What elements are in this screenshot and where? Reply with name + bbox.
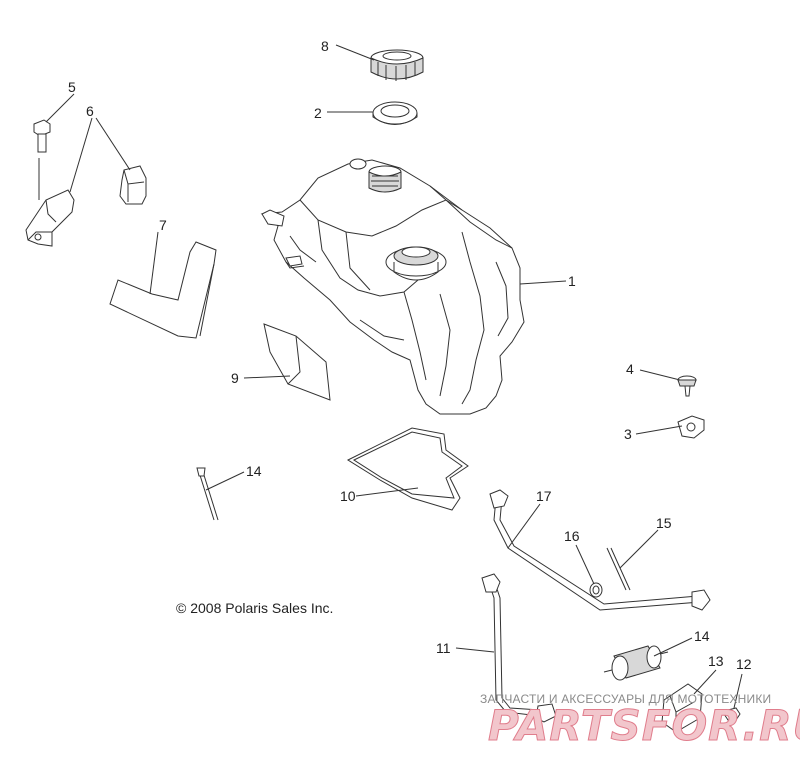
callout-3: 3 <box>624 426 632 442</box>
screw-part <box>677 375 697 397</box>
callout-16: 16 <box>564 528 580 544</box>
bracket-part <box>25 165 147 247</box>
callout-labels: 8 2 1 5 6 7 9 10 4 3 14 17 16 15 11 14 1… <box>68 38 752 672</box>
floor-pad-part <box>346 427 469 511</box>
foam-pad-part <box>263 323 331 401</box>
fuel-line-return-part <box>481 573 557 723</box>
filter-bracket-part <box>661 683 703 733</box>
callout-7: 7 <box>159 217 167 233</box>
callout-1: 1 <box>568 273 576 289</box>
hose-clamp-part <box>589 582 603 598</box>
watermark-logo: ЗАПЧАСТИ И АКСЕССУАРЫ ДЛЯ МОТОТЕХНИКИ PA… <box>480 692 800 751</box>
clip-part <box>677 415 705 439</box>
callout-11: 11 <box>436 640 451 656</box>
l-pad-part <box>109 241 217 339</box>
callout-13: 13 <box>708 653 724 669</box>
callout-9: 9 <box>231 370 239 386</box>
callout-10: 10 <box>340 488 356 504</box>
callout-15a: 14 <box>246 463 262 479</box>
nut-part <box>723 707 741 721</box>
fuel-filter-part <box>603 645 669 681</box>
callout-6: 6 <box>86 103 94 119</box>
callout-5: 5 <box>68 79 76 95</box>
fuel-cap-part <box>370 49 424 81</box>
leader-lines <box>45 44 743 709</box>
cable-tie-part <box>196 467 631 591</box>
callout-12: 12 <box>736 656 752 672</box>
callout-2: 2 <box>314 105 322 121</box>
callout-17: 17 <box>536 488 552 504</box>
gasket-ring-part <box>372 101 418 125</box>
callout-8: 8 <box>321 38 329 54</box>
fuel-line-part <box>489 489 711 611</box>
callout-15b: 15 <box>656 515 672 531</box>
copyright-text: © 2008 Polaris Sales Inc. <box>176 600 333 616</box>
watermark-brand: PARTSFOR.RU <box>488 701 800 750</box>
bolt-part <box>33 119 51 200</box>
watermark-tagline: ЗАПЧАСТИ И АКСЕССУАРЫ ДЛЯ МОТОТЕХНИКИ <box>480 692 771 706</box>
callout-4: 4 <box>626 361 634 377</box>
fuel-tank-part <box>260 158 525 415</box>
callout-14: 14 <box>694 628 710 644</box>
